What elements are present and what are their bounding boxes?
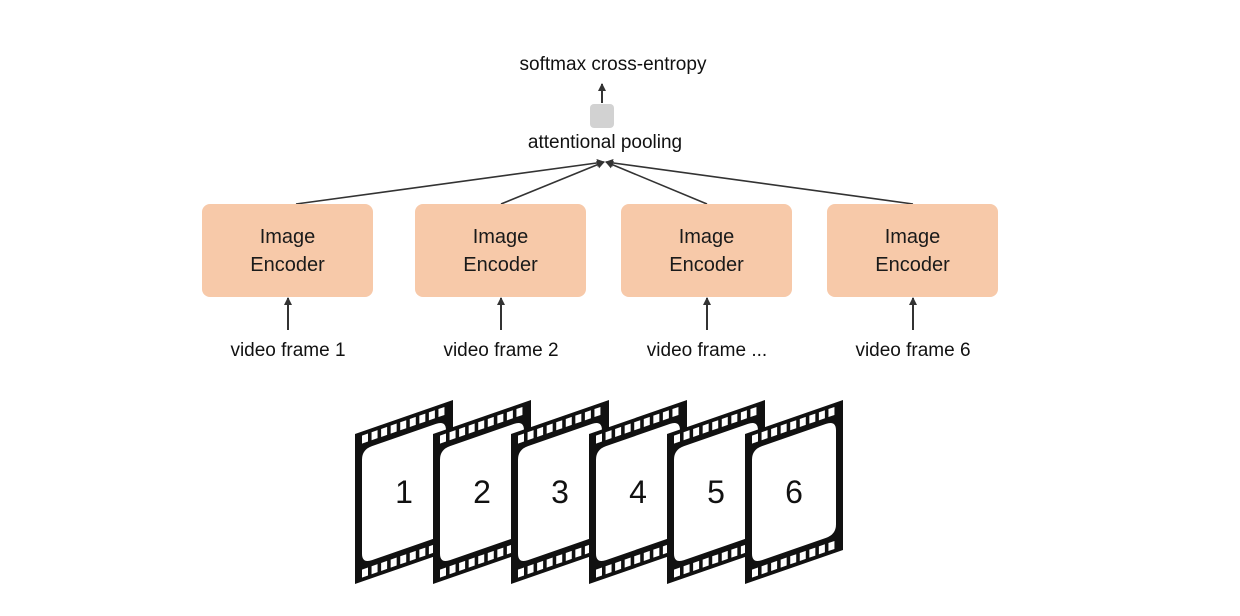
video-frame-label-2: video frame 2 bbox=[443, 340, 559, 361]
encoder-label-line1: Image bbox=[678, 225, 735, 248]
video-frame-label-ellipsis: video frame ... bbox=[646, 340, 768, 361]
film-frame-number: 2 bbox=[473, 474, 491, 510]
arrow-encoder-3-to-pooling bbox=[605, 160, 708, 205]
encoder-label-line2: Encoder bbox=[463, 253, 538, 276]
video-frame-label-6: video frame 6 bbox=[855, 340, 971, 361]
image-encoder-1: Image Encoder bbox=[202, 204, 373, 297]
film-frame-number: 1 bbox=[395, 474, 413, 510]
film-frame-number: 3 bbox=[551, 474, 569, 510]
film-frame-4: 4 bbox=[589, 400, 687, 584]
film-frame-2: 2 bbox=[433, 400, 531, 584]
encoder-label-line1: Image bbox=[259, 225, 316, 248]
video-frame-label-1: video frame 1 bbox=[230, 340, 346, 361]
encoder-label-line2: Encoder bbox=[250, 253, 325, 276]
image-encoder-4: Image Encoder bbox=[827, 204, 998, 297]
encoder-label-line2: Encoder bbox=[669, 253, 744, 276]
film-frame-5: 5 bbox=[667, 400, 765, 584]
arrow-encoder-2-to-pooling bbox=[500, 160, 605, 205]
film-frame-number: 5 bbox=[707, 474, 725, 510]
film-frame-6: 6 bbox=[745, 400, 843, 584]
arrow-encoder-1-to-pooling bbox=[295, 158, 605, 205]
image-encoder-3: Image Encoder bbox=[621, 204, 792, 297]
film-frame-number: 6 bbox=[785, 474, 803, 510]
encoder-label-line1: Image bbox=[472, 225, 529, 248]
encoder-label-line1: Image bbox=[884, 225, 941, 248]
film-frame-number: 4 bbox=[629, 474, 647, 510]
arrow-encoder-4-to-pooling bbox=[605, 158, 914, 205]
pooling-output-node bbox=[590, 104, 614, 128]
encoder-label-line2: Encoder bbox=[875, 253, 950, 276]
image-encoder-2: Image Encoder bbox=[415, 204, 586, 297]
pooling-label: attentional pooling bbox=[527, 132, 683, 153]
softmax-label: softmax cross-entropy bbox=[519, 54, 707, 75]
film-frame-1: 1 bbox=[355, 400, 453, 584]
